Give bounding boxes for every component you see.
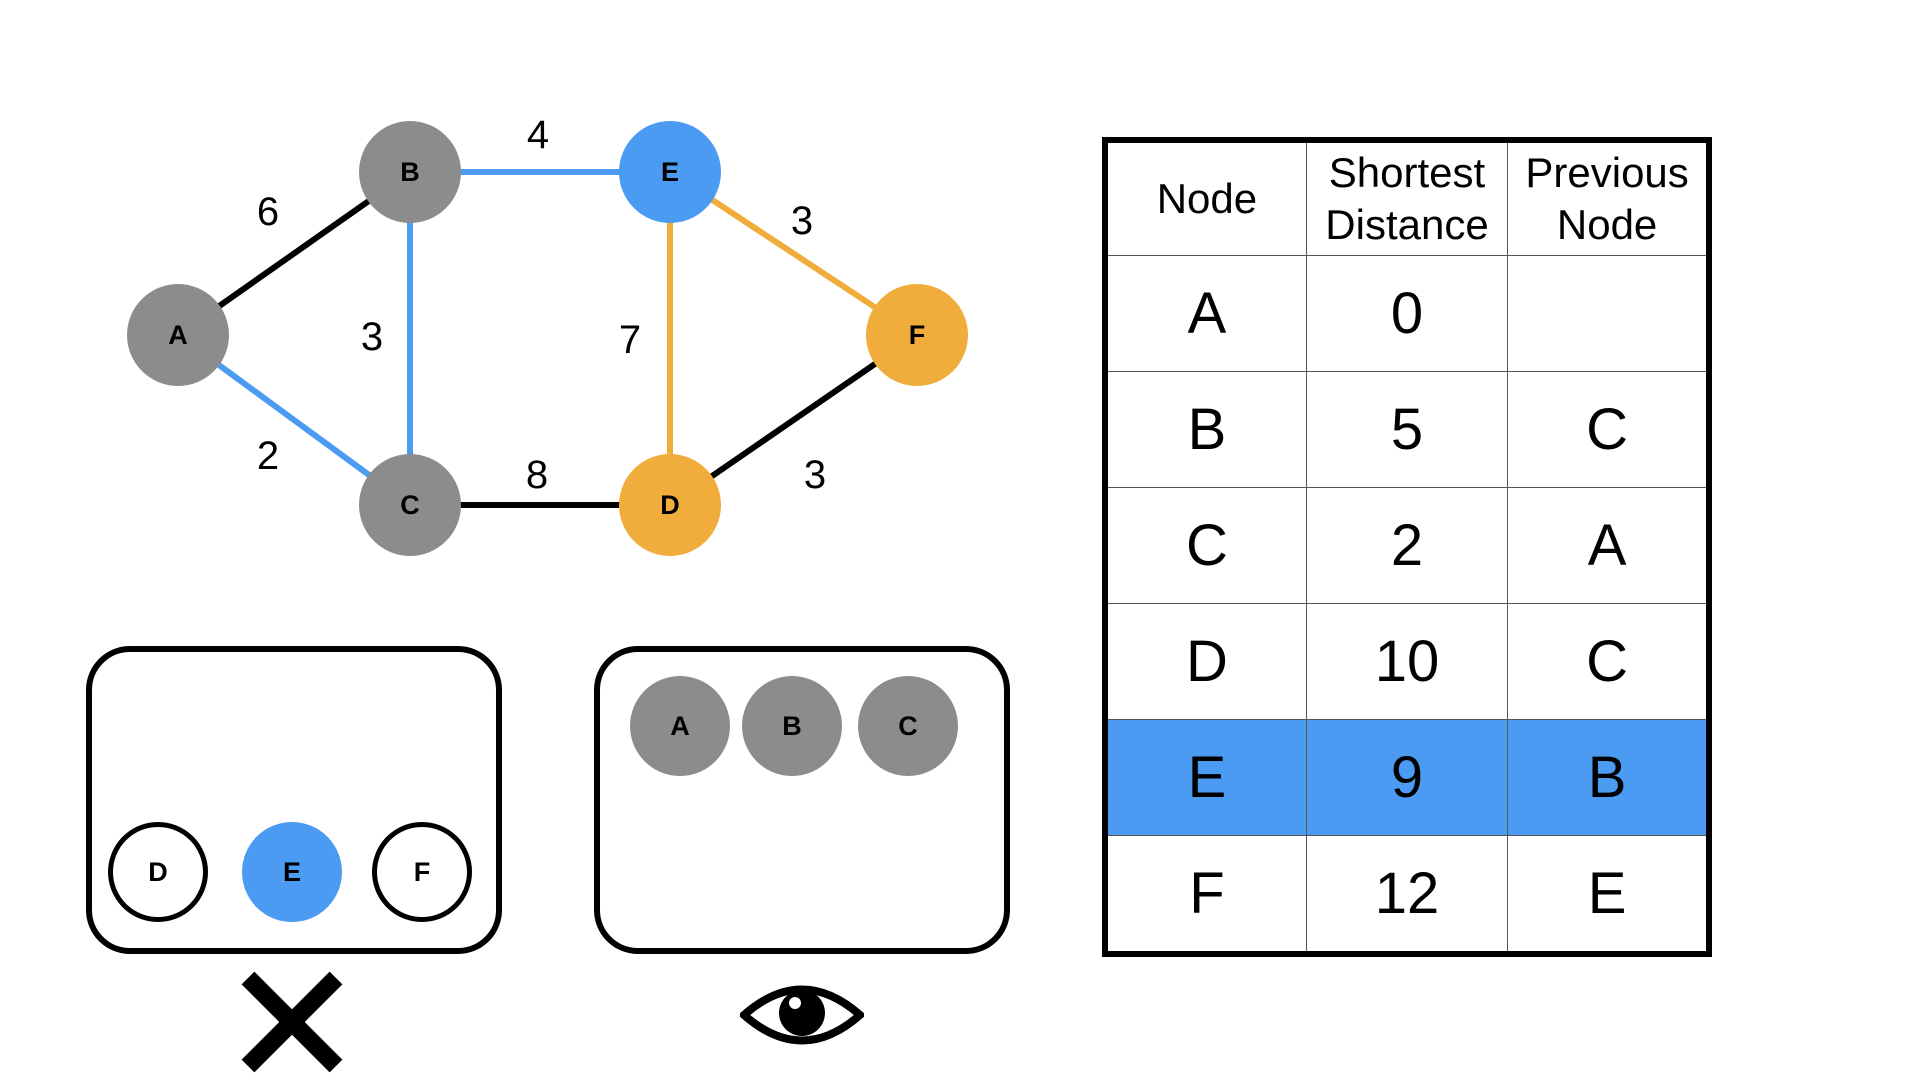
graph-node-label-b: B: [400, 157, 420, 187]
unvisited-token-e: E: [242, 822, 342, 922]
cell-node: E: [1104, 719, 1307, 836]
edge-weight-a-c: 2: [257, 434, 279, 478]
visited-token-c: C: [858, 676, 958, 776]
cell-distance: 10: [1305, 603, 1509, 720]
graph-node-label-d: D: [660, 490, 680, 520]
visited-set-box: A B C: [594, 646, 1010, 954]
visited-token-a: A: [630, 676, 730, 776]
edge-weight-e-f: 3: [791, 199, 813, 243]
edge-weight-c-d: 8: [526, 453, 548, 497]
cell-distance: 0: [1305, 255, 1509, 372]
graph-node-label-f: F: [909, 320, 926, 350]
close-icon: [238, 968, 346, 1076]
graph-node-e: E: [619, 121, 721, 223]
graph-node-c: C: [359, 454, 461, 556]
edge-weight-b-c: 3: [361, 315, 383, 359]
graph-node-label-a: A: [168, 320, 188, 350]
graph-node-circle-f: [866, 284, 968, 386]
cell-previous: E: [1507, 835, 1710, 955]
graph-diagram: 6 2 3 4 8 7 3 3 A B C D E F: [127, 113, 968, 556]
edge-weight-b-e: 4: [527, 113, 549, 157]
graph-node-b: B: [359, 121, 461, 223]
cell-distance: 12: [1305, 835, 1509, 955]
cell-previous: B: [1507, 719, 1710, 836]
graph-node-label-e: E: [661, 157, 679, 187]
graph-node-circle-a: [127, 284, 229, 386]
graph-node-circle-d: [619, 454, 721, 556]
graph-node-circle-c: [359, 454, 461, 556]
cell-distance: 5: [1305, 371, 1509, 488]
cell-previous: C: [1507, 603, 1710, 720]
graph-node-f: F: [866, 284, 968, 386]
unvisited-token-d: D: [108, 822, 208, 922]
edge-weight-a-b: 6: [257, 190, 279, 234]
cell-node: D: [1104, 603, 1307, 720]
graph-node-d: D: [619, 454, 721, 556]
cell-node: F: [1104, 835, 1307, 955]
unvisited-set-box: D E F: [86, 646, 502, 954]
eye-icon: [737, 978, 867, 1052]
visited-token-b: B: [742, 676, 842, 776]
cell-previous: C: [1507, 371, 1710, 488]
header-node: Node: [1104, 139, 1307, 256]
cell-previous: [1507, 255, 1710, 372]
graph-node-circle-b: [359, 121, 461, 223]
unvisited-token-f: F: [372, 822, 472, 922]
cell-node: A: [1104, 255, 1307, 372]
graph-node-circle-e: [619, 121, 721, 223]
graph-nodes: A B C D E F: [127, 121, 968, 556]
cell-previous: A: [1507, 487, 1710, 604]
edge-weights: 6 2 3 4 8 7 3 3: [257, 113, 826, 497]
graph-node-label-c: C: [400, 490, 420, 520]
edge-weight-d-f: 3: [804, 453, 826, 497]
cell-distance: 2: [1305, 487, 1509, 604]
cell-distance: 9: [1305, 719, 1509, 836]
edge-weight-e-d: 7: [619, 318, 641, 362]
cell-node: C: [1104, 487, 1307, 604]
cell-node: B: [1104, 371, 1307, 488]
graph-node-a: A: [127, 284, 229, 386]
